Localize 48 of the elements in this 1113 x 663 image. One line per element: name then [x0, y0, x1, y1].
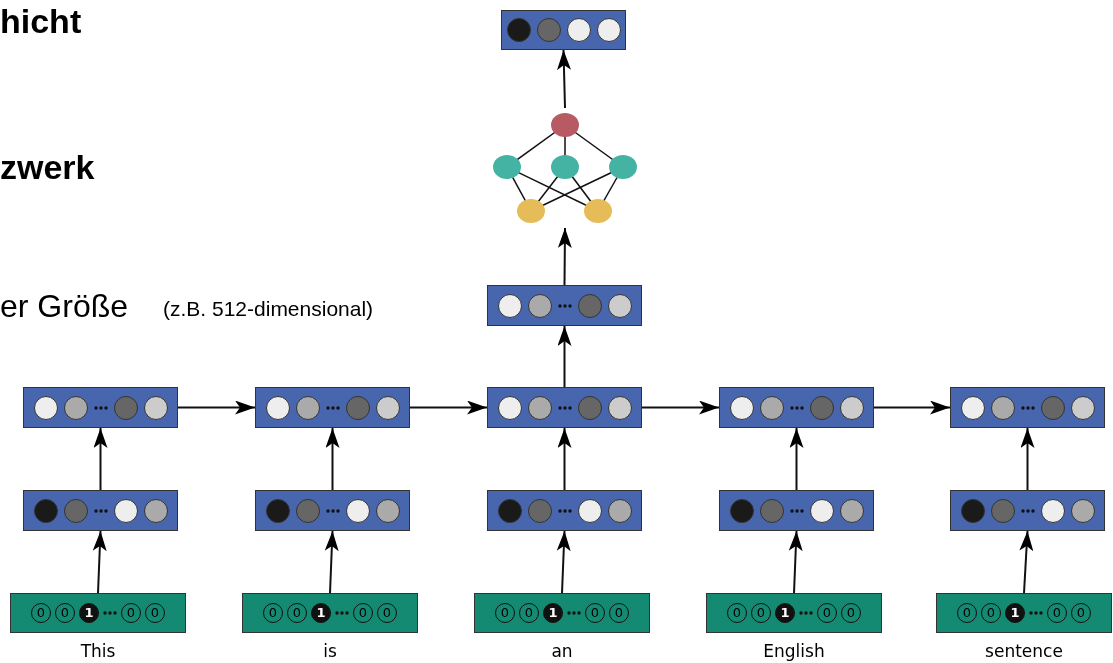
arrow: [556, 530, 571, 594]
arrow: [789, 427, 804, 491]
arrow: [873, 400, 951, 415]
arrow: [557, 49, 571, 109]
active-digit-circle: 1: [543, 603, 563, 623]
arrow: [409, 400, 488, 415]
word-label: English: [762, 641, 826, 661]
word-label: is: [322, 641, 338, 661]
caption-text: er Größe: [0, 288, 129, 325]
arrow: [92, 530, 107, 594]
vector-box: [487, 387, 642, 428]
active-digit-circle: 1: [775, 603, 795, 623]
arrow: [93, 427, 108, 491]
word-label: sentence: [984, 641, 1064, 661]
active-digit-circle: 1: [1005, 603, 1025, 623]
vector-box: [950, 490, 1105, 531]
arrow: [324, 530, 339, 594]
one-hot-vector: [10, 593, 186, 633]
vector-box: [719, 490, 874, 531]
word-label: This: [79, 641, 117, 661]
one-hot-vector: [706, 593, 882, 633]
vector-box: [23, 490, 178, 531]
word-label: an: [550, 641, 574, 661]
vector-box: [487, 285, 642, 326]
heading-text: zwerk: [0, 148, 95, 187]
arrow: [557, 427, 572, 491]
active-digit-circle: 1: [311, 603, 331, 623]
one-hot-vector: [242, 593, 418, 633]
vector-box: [501, 10, 626, 50]
caption-text: (z.B. 512-dimensional): [163, 297, 374, 321]
one-hot-vector: [474, 593, 650, 633]
vector-box: [487, 490, 642, 531]
vector-box: [255, 387, 410, 428]
arrow: [641, 400, 720, 415]
vector-box: [950, 387, 1105, 428]
arrow: [177, 400, 256, 415]
active-digit-circle: 1: [79, 603, 99, 623]
arrow: [788, 530, 803, 594]
vector-box: [719, 387, 874, 428]
vector-box: [255, 490, 410, 531]
heading-text: hicht: [0, 2, 82, 41]
one-hot-vector: [936, 593, 1112, 633]
arrow: [1019, 530, 1034, 594]
arrow: [557, 325, 572, 388]
arrow: [1020, 427, 1035, 491]
vector-box: [23, 387, 178, 428]
arrow: [557, 227, 572, 286]
arrow: [325, 427, 340, 491]
